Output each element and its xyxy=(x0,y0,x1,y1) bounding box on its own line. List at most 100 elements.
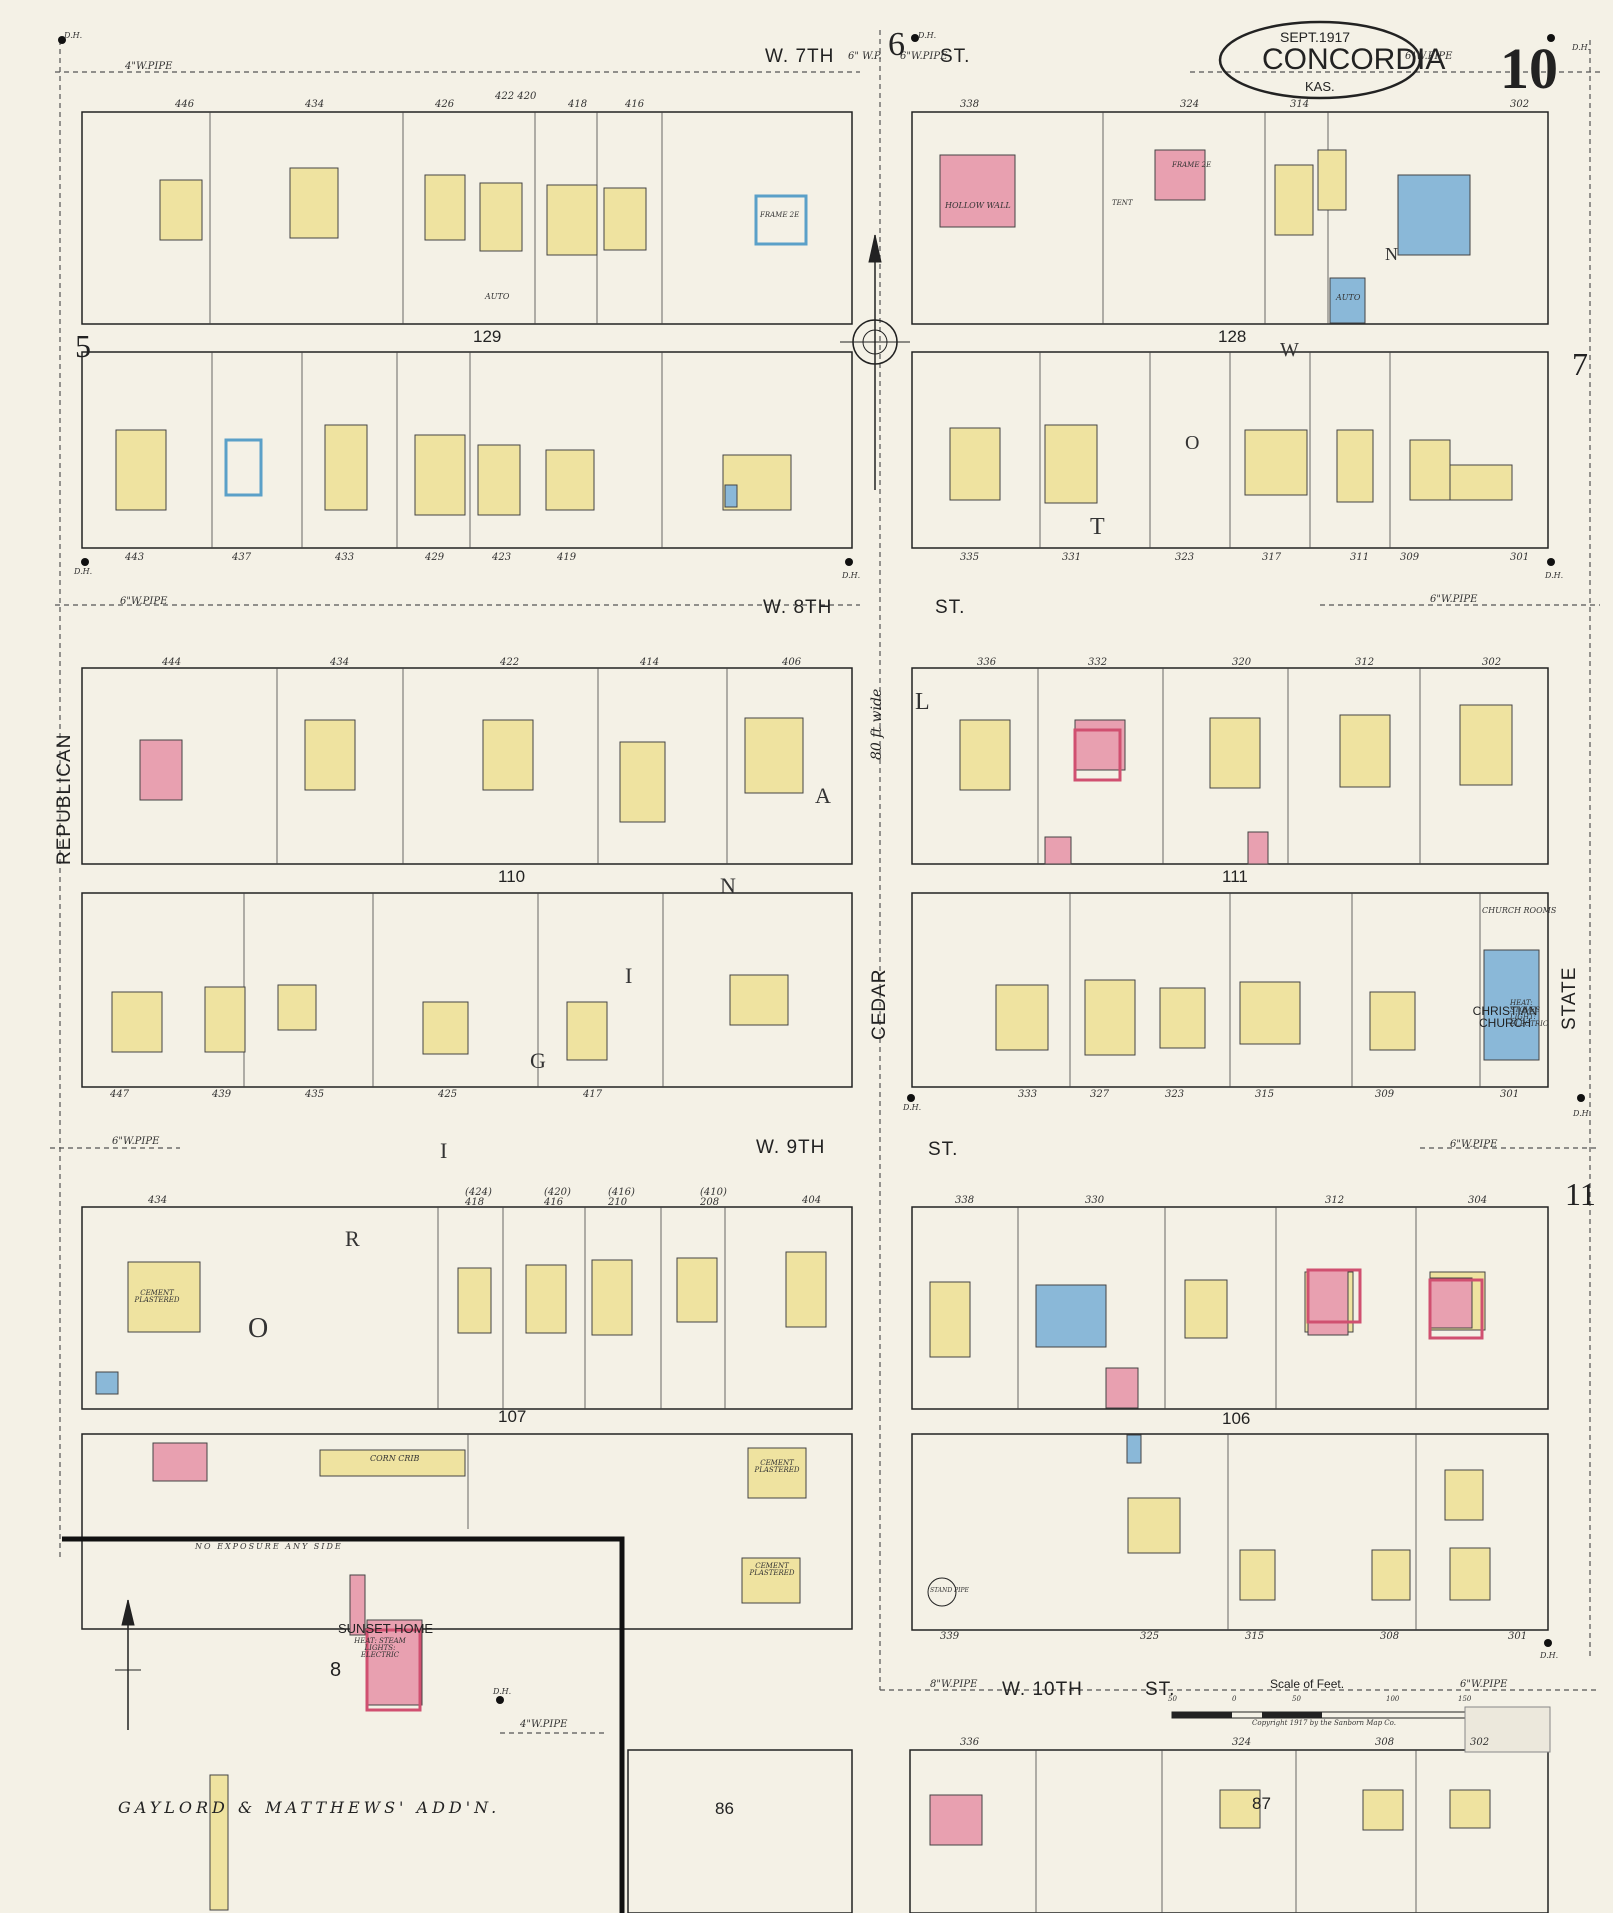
block-number: 87 xyxy=(1252,1794,1271,1813)
street-w10th: W. 10TH xyxy=(1002,1679,1083,1700)
dh-label: D.H. xyxy=(1545,571,1564,580)
hydrants xyxy=(58,34,1585,1704)
town-letter: N xyxy=(1385,244,1398,264)
house-number: 422 420 xyxy=(495,91,537,102)
christian-church-label: CHRISTIAN CHURCH xyxy=(1472,1004,1538,1030)
house-number: 435 xyxy=(305,1089,325,1100)
house-number: 325 xyxy=(1140,1631,1160,1642)
house-number: 302 xyxy=(1470,1737,1490,1748)
house-number: 312 xyxy=(1355,657,1375,668)
dh-label: D.H. xyxy=(1572,43,1591,52)
house-number: 320 xyxy=(1232,657,1252,668)
house-number: 312 xyxy=(1325,1195,1345,1206)
house-number: (416) 210 xyxy=(608,1187,635,1208)
dwellings xyxy=(111,149,1513,1911)
house-number: 317 xyxy=(1262,552,1282,563)
state-name: KAS. xyxy=(1305,79,1335,94)
house-number: 323 xyxy=(1165,1089,1185,1100)
pipe-label: 6"W.PIPE xyxy=(120,596,168,607)
pipe-label: 6"W.PIPE xyxy=(1450,1139,1498,1150)
addition-label: GAYLORD & MATTHEWS' ADD'N. xyxy=(118,1798,501,1817)
house-number: 439 xyxy=(212,1089,232,1100)
house-number: 314 xyxy=(1290,99,1310,110)
block-number: 129 xyxy=(473,327,502,346)
town-letter: I xyxy=(440,1138,448,1163)
house-number: (424) 418 xyxy=(465,1187,492,1208)
house-number: 429 xyxy=(425,552,445,563)
house-number: 422 xyxy=(500,657,520,668)
title-oval xyxy=(1218,20,1422,100)
scale-tick: 150 xyxy=(1458,1695,1472,1703)
street-w8th-st: ST. xyxy=(935,597,966,618)
block-number: 107 xyxy=(498,1407,527,1426)
house-number: 426 xyxy=(435,99,455,110)
pipe-label: 6"W.PIPE xyxy=(112,1136,160,1147)
stand-pipe-label: STAND PIPE xyxy=(930,1587,969,1594)
cement-plastered-label: CEMENT PLASTERED xyxy=(754,1459,800,1474)
house-number: 338 xyxy=(960,99,980,110)
house-number: 336 xyxy=(977,657,997,668)
street-w7th-st: ST. xyxy=(940,46,971,67)
house-number: 311 xyxy=(1350,552,1370,563)
house-number: 404 xyxy=(802,1195,822,1206)
cement-plastered-label: CEMENT PLASTERED xyxy=(749,1562,795,1577)
sunset-home-label: SUNSET HOME xyxy=(338,1621,434,1636)
adjacent-sheet-left: 5 xyxy=(75,328,91,364)
dh-label: D.H. xyxy=(1540,1651,1559,1660)
auto-label: AUTO xyxy=(485,292,510,301)
town-letter: G xyxy=(530,1048,546,1073)
sunset-home-notes: HEAT: STEAM LIGHTS: ELECTRIC xyxy=(354,1637,406,1659)
town-letter: O xyxy=(1185,432,1200,454)
town-letter: O xyxy=(248,1313,269,1344)
scale-tick: 50 xyxy=(1168,1695,1177,1703)
brick-buildings xyxy=(139,149,1473,1846)
hollow-wall-label: HOLLOW WALL xyxy=(945,201,1011,210)
house-number: 301 xyxy=(1508,1631,1528,1642)
cedar-width: 80 ft wide xyxy=(869,688,885,760)
scale-tick: 50 xyxy=(1292,1695,1301,1703)
house-number: 336 xyxy=(960,1737,980,1748)
house-number: 406 xyxy=(782,657,802,668)
house-number: 309 xyxy=(1375,1089,1395,1100)
compass-icon xyxy=(840,234,910,490)
lot-lines xyxy=(209,112,1481,1913)
street-w9th-st: ST. xyxy=(928,1139,959,1160)
house-number: 444 xyxy=(162,657,182,668)
frame-outlines xyxy=(224,194,808,497)
street-w8th: W. 8TH xyxy=(763,597,833,618)
block-number: 111 xyxy=(1222,867,1248,886)
frame-label: FRAME 2E xyxy=(1172,161,1212,169)
house-number: 302 xyxy=(1510,99,1530,110)
map-division-stamp xyxy=(1464,1706,1551,1753)
block-number: 86 xyxy=(715,1799,734,1818)
dh-label: D.H. xyxy=(493,1687,512,1696)
house-number: 335 xyxy=(960,552,980,563)
no-exposure-label: NO EXPOSURE ANY SIDE xyxy=(195,1542,343,1551)
house-number: 315 xyxy=(1245,1631,1265,1642)
sheet-date: SEPT.1917 xyxy=(1280,29,1351,45)
town-letter: I xyxy=(625,963,633,988)
copyright-label: Copyright 1917 by the Sanborn Map Co. xyxy=(1252,1719,1396,1727)
concrete-buildings xyxy=(95,174,1540,1464)
street-cedar: CEDAR xyxy=(869,968,890,1040)
house-number: 330 xyxy=(1085,1195,1105,1206)
house-number: 301 xyxy=(1510,552,1530,563)
house-number: 309 xyxy=(1400,552,1420,563)
house-number: (410) 208 xyxy=(700,1187,727,1208)
town-letter: R xyxy=(345,1226,360,1251)
house-number: 327 xyxy=(1090,1089,1110,1100)
house-number: 333 xyxy=(1018,1089,1038,1100)
scale-tick: 100 xyxy=(1386,1695,1400,1703)
block-number: 110 xyxy=(498,867,526,886)
house-number: 339 xyxy=(940,1631,960,1642)
house-number: 323 xyxy=(1175,552,1195,563)
frame-label: FRAME 2E xyxy=(760,211,800,219)
town-letter: N xyxy=(720,873,736,898)
house-number: 417 xyxy=(583,1089,603,1100)
adjacent-sheet-right-lower: 11 xyxy=(1565,1176,1596,1212)
scale-tick: 0 xyxy=(1232,1695,1237,1703)
town-letter: L xyxy=(915,689,930,715)
house-number: 437 xyxy=(232,552,252,563)
house-number: 419 xyxy=(557,552,577,563)
house-number: 308 xyxy=(1375,1737,1395,1748)
